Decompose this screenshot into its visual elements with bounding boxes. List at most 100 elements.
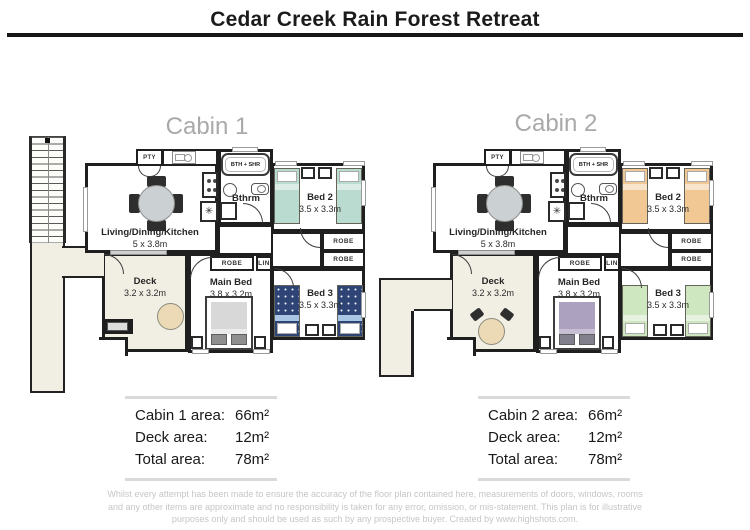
- walkway-wall: [411, 311, 414, 377]
- area-row-value: 78m²: [235, 451, 270, 468]
- bed2-single-bed: [622, 168, 648, 224]
- bed2-label: Bed 2: [655, 192, 681, 203]
- bed3-label: Bed 3: [655, 288, 681, 299]
- robe: ROBE: [670, 251, 713, 268]
- toilet: [599, 183, 617, 195]
- deck-dims: 3.2 x 3.2m: [123, 288, 167, 298]
- walkway-to-deck: [414, 278, 452, 311]
- bed3-dims: 3.5 x 3.3m: [646, 300, 690, 310]
- window: [580, 147, 606, 152]
- main-bed-dims: 3.8 x 3.2m: [557, 289, 601, 299]
- area-row-label: Cabin 1 area:: [135, 407, 226, 424]
- linen-cupboard: LIN: [604, 256, 620, 271]
- dining-chair: [495, 220, 514, 231]
- bed3-single-bed: [622, 285, 648, 337]
- deck-label: Deck: [481, 276, 505, 287]
- disclaimer-line: Whilst every attempt has been made to en…: [107, 489, 643, 499]
- living-dims: 5 x 3.8m: [480, 239, 516, 249]
- walkway-to-deck: [62, 246, 104, 278]
- main-bed-sheet: [211, 329, 247, 334]
- deck-dims: 3.2 x 3.2m: [471, 288, 515, 298]
- cabin-1-area-table: Cabin 1 area:66m² Deck area:12m² Total a…: [125, 396, 277, 481]
- deck-table: [478, 318, 505, 345]
- living-label: Living/Dining/Kitchen: [449, 227, 547, 238]
- window: [275, 161, 297, 166]
- nightstand: [318, 167, 332, 179]
- toilet: [251, 183, 269, 195]
- page-title: Cedar Creek Rain Forest Retreat: [210, 8, 540, 31]
- window: [343, 161, 365, 166]
- window: [232, 147, 258, 152]
- bath-shower-label: BTH + SHR: [578, 161, 609, 168]
- living-label: Living/Dining/Kitchen: [101, 227, 199, 238]
- area-row-label: Deck area:: [488, 429, 561, 446]
- bath-shower-tub: BTH + SHR: [569, 153, 618, 176]
- title-divider: [7, 33, 743, 37]
- main-bed-pillow: [231, 334, 247, 345]
- nightstand: [602, 336, 614, 349]
- nightstand: [670, 324, 684, 336]
- robe: ROBE: [670, 232, 713, 251]
- stove: [550, 172, 566, 198]
- linen-cupboard: LIN: [256, 256, 272, 271]
- dining-chair: [147, 220, 166, 231]
- bath-shower-label: BTH + SHR: [230, 161, 261, 168]
- hallway: [218, 225, 273, 255]
- laundry-tub: [568, 202, 585, 220]
- area-row-label: Total area:: [488, 451, 559, 468]
- robe: ROBE: [322, 251, 365, 268]
- bed2-single-bed: [684, 168, 710, 224]
- dining-chair: [172, 194, 183, 213]
- nightstand: [305, 324, 319, 336]
- bed2-dims: 3.5 x 3.3m: [298, 204, 342, 214]
- window: [361, 180, 366, 206]
- window: [361, 292, 366, 318]
- nightstand: [649, 167, 663, 179]
- stove: [202, 172, 218, 198]
- bathroom-label: Bthrm: [232, 193, 260, 204]
- window: [540, 349, 557, 354]
- main-double-bed: [553, 296, 601, 350]
- dining-chair: [495, 176, 514, 187]
- dining-chair: [520, 194, 531, 213]
- nightstand: [539, 336, 551, 349]
- deck-notch: [447, 337, 476, 356]
- laundry-tub: [220, 202, 237, 220]
- basin: [223, 183, 237, 197]
- bed3-single-bed: [274, 285, 300, 337]
- window: [623, 161, 645, 166]
- area-row-label: Cabin 2 area:: [488, 407, 579, 424]
- nightstand: [301, 167, 315, 179]
- disclaimer-line: and any other items are approximate and …: [107, 501, 643, 512]
- dining-chair: [477, 194, 488, 213]
- window: [709, 180, 714, 206]
- dining-chair: [147, 176, 166, 187]
- deck-table: [157, 303, 184, 330]
- main-bed-label: Main Bed: [557, 277, 601, 288]
- kitchen-sink: [520, 151, 544, 164]
- deck-bench: [102, 319, 133, 334]
- window: [431, 187, 436, 232]
- window: [253, 349, 270, 354]
- bath-shower-tub: BTH + SHR: [221, 153, 270, 176]
- main-bed-pillow: [559, 334, 575, 345]
- window: [192, 349, 209, 354]
- nightstand: [254, 336, 266, 349]
- area-row-value: 66m²: [588, 407, 623, 424]
- kitchen-sink: [172, 151, 196, 164]
- area-row-value: 78m²: [588, 451, 623, 468]
- robe: ROBE: [322, 232, 365, 251]
- main-bed-blanket: [211, 302, 247, 329]
- window: [709, 292, 714, 318]
- disclaimer: Whilst every attempt has been made to en…: [0, 488, 750, 526]
- main-bed-sheet: [559, 329, 595, 334]
- stair-newel-dot: [45, 138, 50, 143]
- dining-table: [486, 185, 523, 222]
- bed2-single-bed: [336, 168, 362, 224]
- bed2-dims: 3.5 x 3.3m: [646, 204, 690, 214]
- living-dims: 5 x 3.8m: [132, 239, 168, 249]
- area-row-label: Deck area:: [135, 429, 208, 446]
